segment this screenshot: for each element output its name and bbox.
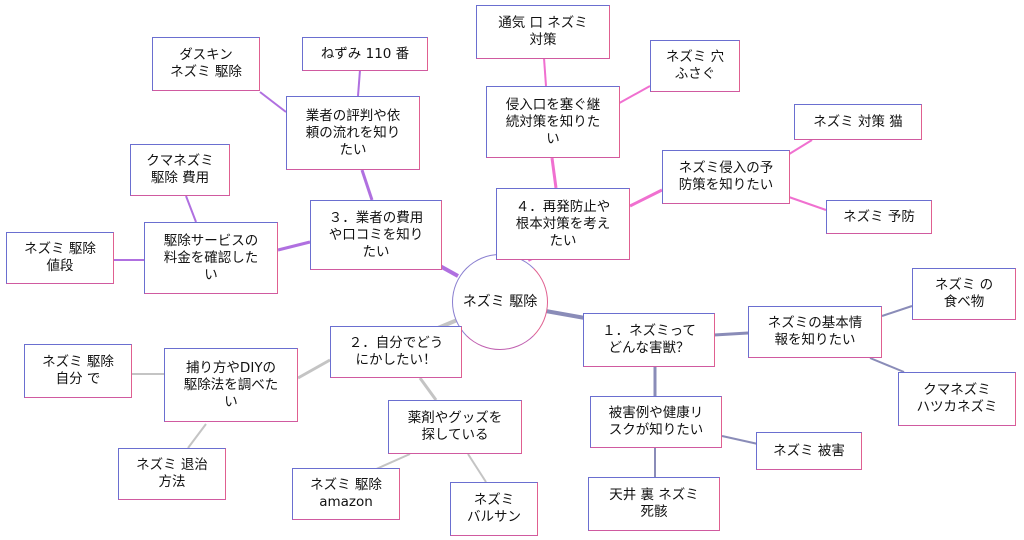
edge-diy-taiji xyxy=(187,423,207,449)
b4-neko-node[interactable]: ネズミ 対策 猫 xyxy=(794,104,922,140)
branch-2-node[interactable]: ２．自分でどう にかしたい！ xyxy=(330,326,462,378)
b3-review-node[interactable]: 業者の評判や依 頼の流れを知り たい xyxy=(286,96,420,170)
b1-damage-node[interactable]: 被害例や健康リ スクが知りたい xyxy=(590,396,722,448)
root-node[interactable]: ネズミ 駆除 xyxy=(452,254,548,350)
edge-entry-ana xyxy=(613,85,651,107)
b3-nedan-node[interactable]: ネズミ 駆除 値段 xyxy=(6,232,114,284)
b1-higai-node[interactable]: ネズミ 被害 xyxy=(756,432,862,470)
b4-entry-node[interactable]: 侵入口を塞ぐ継 続対策を知りた い xyxy=(486,86,620,158)
edge-entry-tsuki xyxy=(543,57,547,87)
b2-diy-node[interactable]: 捕り方やDIYの 駆除法を調べた い xyxy=(164,348,298,422)
edge-price-hiyo xyxy=(185,195,197,223)
edge-goods-barusan xyxy=(467,453,487,483)
edge-b3-price xyxy=(277,240,311,252)
b1-tenjo-node[interactable]: 天井 裏 ネズミ 死骸 xyxy=(588,477,720,531)
branch-4-node[interactable]: ４．再発防止や 根本対策を考え たい xyxy=(496,188,630,260)
edge-root-b3 xyxy=(439,264,459,278)
b4-yobo-node[interactable]: ネズミ 予防 xyxy=(826,200,932,234)
b2-amazon-node[interactable]: ネズミ 駆除 amazon xyxy=(292,468,400,520)
b2-jibun-node[interactable]: ネズミ 駆除 自分 で xyxy=(24,344,132,398)
edge-b4-entry xyxy=(550,157,558,189)
edge-damage-higai xyxy=(721,435,759,445)
branch-1-node[interactable]: １．ネズミって どんな害獣？ xyxy=(583,313,715,367)
b4-ana-node[interactable]: ネズミ 穴 ふさぐ xyxy=(650,40,740,92)
edge-review-110 xyxy=(357,69,361,97)
b4-tsuki-node[interactable]: 通気 口 ネズミ 対策 xyxy=(476,5,610,59)
branch-3-node[interactable]: ３．業者の費用 や口コミを知り たい xyxy=(310,200,442,270)
edge-review-duskin xyxy=(259,91,287,113)
edge-b4-prevent xyxy=(629,188,663,208)
b1-kumanezumi-node[interactable]: クマネズミ ハツカネズミ xyxy=(898,372,1016,426)
b3-hiyo-node[interactable]: クマネズミ 駆除 費用 xyxy=(130,144,230,196)
b3-110-node[interactable]: ねずみ 110 番 xyxy=(302,37,428,71)
b2-goods-node[interactable]: 薬剤やグッズを 探している xyxy=(388,400,522,454)
b1-basic-node[interactable]: ネズミの基本情 報を知りたい xyxy=(748,306,882,358)
edge-goods-amazon xyxy=(373,453,411,471)
b1-food-node[interactable]: ネズミ の 食べ物 xyxy=(912,268,1016,320)
edge-b3-review xyxy=(360,169,374,201)
b3-price-node[interactable]: 駆除サービスの 料金を確認した い xyxy=(144,222,278,294)
edge-b2-goods xyxy=(418,377,438,401)
edge-b2-diy xyxy=(297,358,331,380)
edge-prevent-yobo xyxy=(785,195,827,211)
b2-taiji-node[interactable]: ネズミ 退治 方法 xyxy=(118,448,226,500)
edge-b1-basic xyxy=(713,331,749,337)
edge-basic-food xyxy=(881,305,913,317)
edge-root-b1 xyxy=(539,308,586,320)
edge-basic-kuma xyxy=(869,357,905,373)
b2-barusan-node[interactable]: ネズミ バルサン xyxy=(450,482,538,536)
edge-prevent-neko xyxy=(785,139,813,157)
b3-duskin-node[interactable]: ダスキン ネズミ 駆除 xyxy=(152,37,260,91)
b4-prevent-node[interactable]: ネズミ侵入の予 防策を知りたい xyxy=(662,150,790,204)
